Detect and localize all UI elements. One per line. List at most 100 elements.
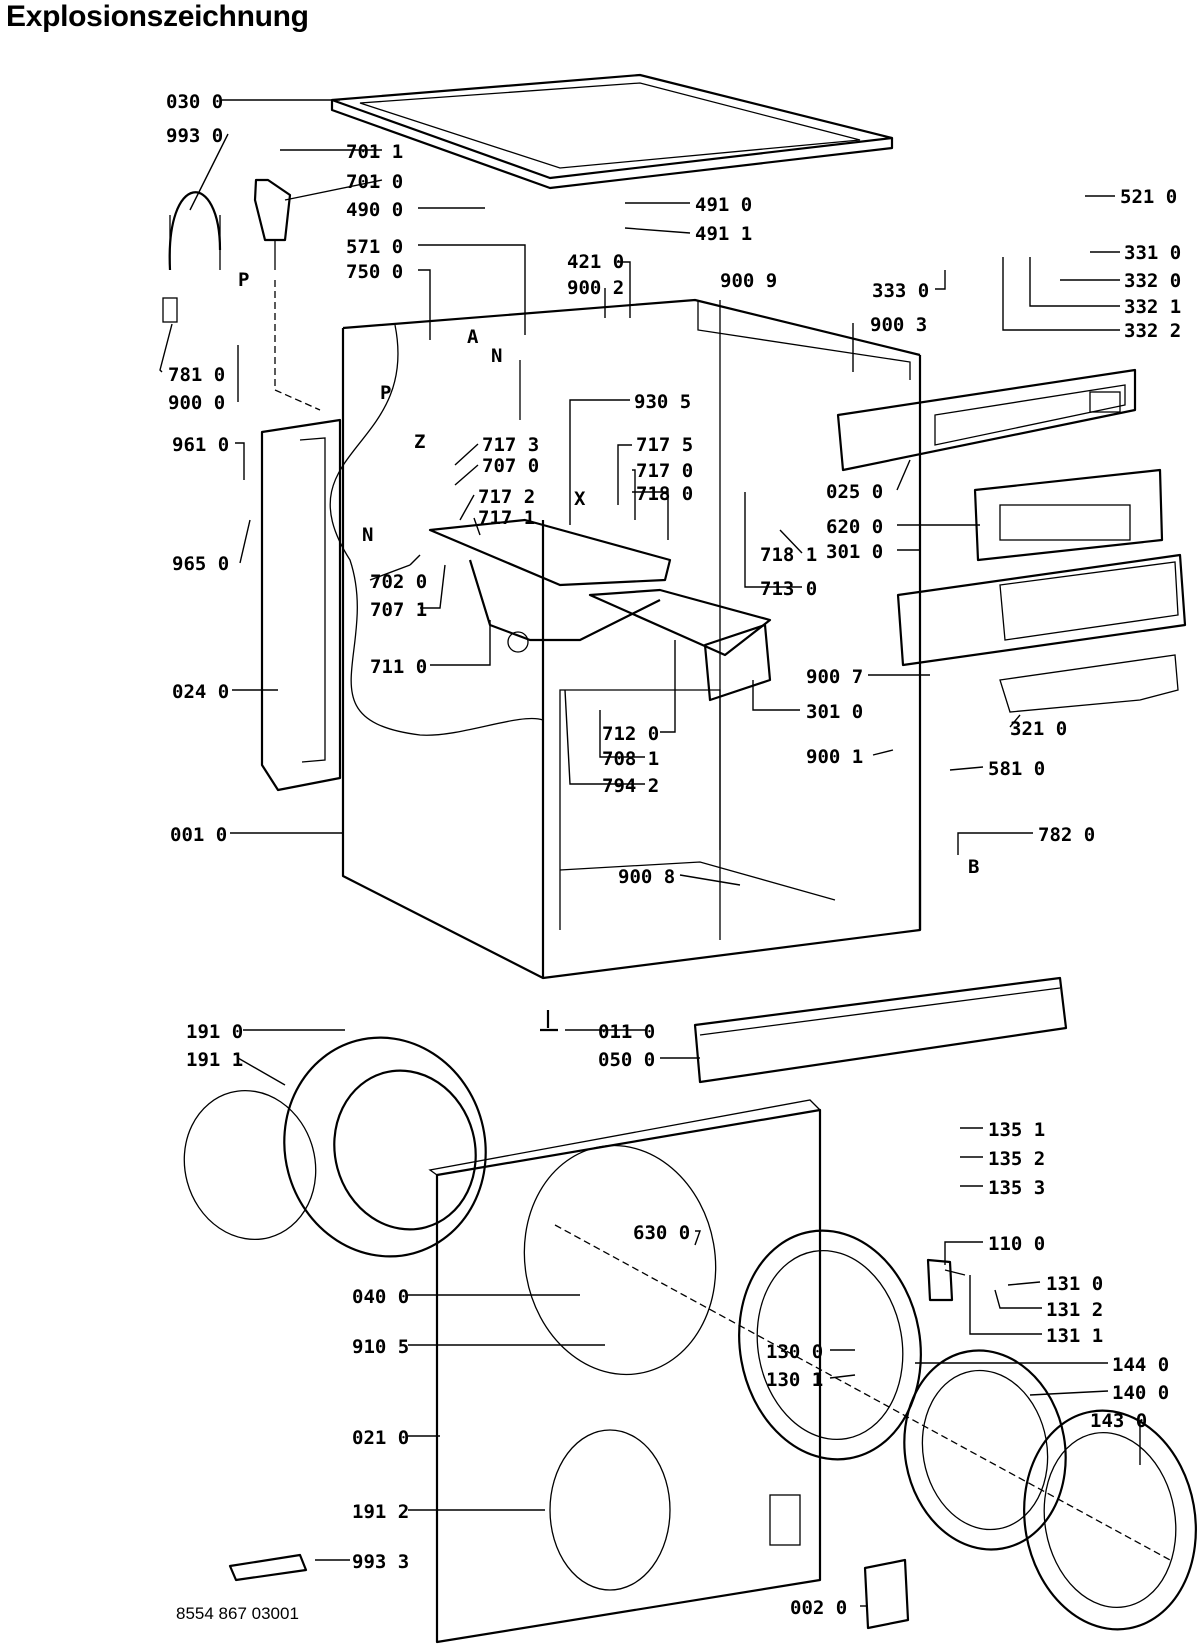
marker-a: A [467,326,479,348]
label-131-1: 131 1 [1046,1325,1103,1347]
label-025-0: 025 0 [826,481,883,503]
top-lid [330,73,894,190]
diagram-title: Explosionszeichnung [6,0,309,33]
label-130-0: 130 0 [766,1341,823,1363]
label-718-1: 718 1 [760,544,817,566]
label-050-0: 050 0 [598,1049,655,1071]
label-900-9: 900 9 [720,270,777,292]
label-521-0: 521 0 [1120,186,1177,208]
door-seal [183,1036,487,1258]
label-140-0: 140 0 [1112,1382,1169,1404]
rear-door-panel [863,1558,910,1630]
label-701-1: 701 1 [346,141,403,163]
front-panel [428,1099,822,1644]
label-717-0: 717 0 [636,460,693,482]
label-717-1: 717 1 [478,507,535,529]
marker-n-drawer: N [362,524,373,546]
fascia-label [999,654,1179,713]
wrench-tool [228,1553,308,1582]
door-assembly [554,1224,1197,1631]
label-717-2: 717 2 [478,486,535,508]
control-panel-bar [836,368,1137,472]
label-717-3: 717 3 [482,434,539,456]
label-110-0: 110 0 [988,1233,1045,1255]
label-332-0: 332 0 [1124,270,1181,292]
marker-n-valve: N [491,345,502,367]
label-702-0: 702 0 [370,571,427,593]
document-number: 8554 867 03001 [176,1604,299,1623]
label-002-0: 002 0 [790,1597,847,1619]
label-332-2: 332 2 [1124,320,1181,342]
label-021-0: 021 0 [352,1427,409,1449]
label-135-1: 135 1 [988,1119,1045,1141]
marker-b: B [968,856,979,878]
label-011-0: 011 0 [598,1021,655,1043]
label-135-3: 135 3 [988,1177,1045,1199]
label-131-2: 131 2 [1046,1299,1103,1321]
label-191-2: 191 2 [352,1501,409,1523]
label-321-0: 321 0 [1010,718,1067,740]
label-707-1: 707 1 [370,599,427,621]
label-421-0: 421 0 [567,251,624,273]
label-900-1: 900 1 [806,746,863,768]
label-581-0: 581 0 [988,758,1045,780]
label-030-0: 030 0 [166,91,223,113]
control-board [973,468,1164,562]
marker-x: X [574,488,586,510]
label-301-0-a: 301 0 [826,541,883,563]
marker-p-cabinet: P [380,382,391,404]
marker-z: Z [414,431,425,453]
label-900-0: 900 0 [168,392,225,414]
label-332-1: 332 1 [1124,296,1181,318]
label-708-1: 708 1 [602,748,659,770]
label-333-0: 333 0 [872,280,929,302]
label-900-2: 900 2 [567,277,624,299]
label-900-3: 900 3 [870,314,927,336]
label-794-2: 794 2 [602,775,659,797]
label-630-0: 630 0 [633,1222,690,1244]
label-781-0: 781 0 [168,364,225,386]
inlet-hose-and-valve [162,178,321,411]
label-717-5: 717 5 [636,434,693,456]
label-620-0: 620 0 [826,516,883,538]
label-712-0: 712 0 [602,723,659,745]
label-711-0: 711 0 [370,656,427,678]
label-910-5: 910 5 [352,1336,409,1358]
label-900-7: 900 7 [806,666,863,688]
label-993-0: 993 0 [166,125,223,147]
detergent-drawer-housing [428,518,772,702]
label-491-1: 491 1 [695,223,752,245]
label-191-0: 191 0 [186,1021,243,1043]
label-900-8: 900 8 [618,866,675,888]
label-707-0: 707 0 [482,455,539,477]
label-331-0: 331 0 [1124,242,1181,264]
label-713-0: 713 0 [760,578,817,600]
rear-panel [260,418,342,792]
label-701-0: 701 0 [346,171,403,193]
label-993-3: 993 3 [352,1551,409,1573]
label-718-0: 718 0 [636,483,693,505]
cabinet-body [329,298,922,980]
door-lock [926,1258,966,1302]
label-750-0: 750 0 [346,261,403,283]
letter-markers: P A N P Z X N B [238,269,979,878]
label-135-2: 135 2 [988,1148,1045,1170]
label-143-0: 143 0 [1090,1410,1147,1432]
marker-p-hose: P [238,269,249,291]
label-961-0: 961 0 [172,434,229,456]
label-191-1: 191 1 [186,1049,243,1071]
label-782-0: 782 0 [1038,824,1095,846]
label-930-5: 930 5 [634,391,691,413]
label-965-0: 965 0 [172,553,229,575]
part-labels: 030 0 993 0 701 1 701 0 490 0 571 0 750 … [166,91,1181,1619]
label-024-0: 024 0 [172,681,229,703]
label-571-0: 571 0 [346,236,403,258]
label-490-0: 490 0 [346,199,403,221]
label-301-0-b: 301 0 [806,701,863,723]
front-fascia [896,553,1187,667]
kickplate [693,976,1068,1084]
label-040-0: 040 0 [352,1286,409,1308]
label-130-1: 130 1 [766,1369,823,1391]
label-001-0: 001 0 [170,824,227,846]
